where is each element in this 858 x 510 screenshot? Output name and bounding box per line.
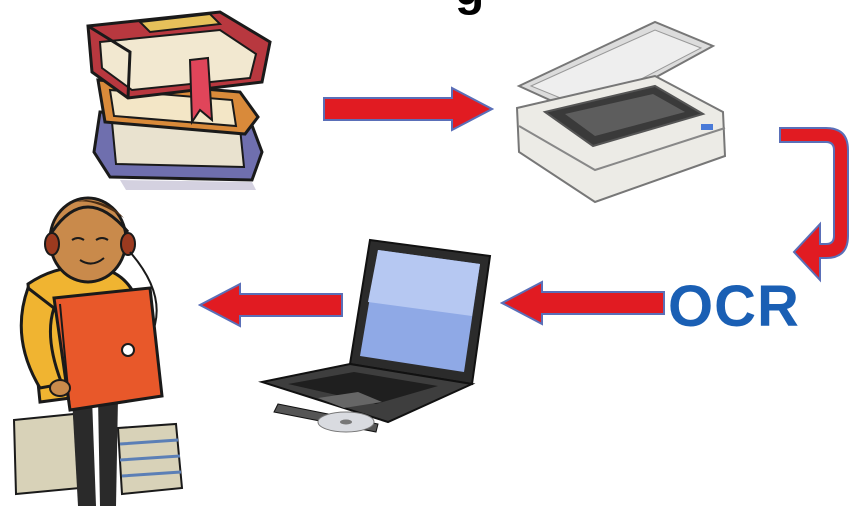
title-fragment: g	[455, 0, 484, 14]
arrow-scanner-to-ocr	[776, 124, 858, 284]
stacked-books-icon	[80, 2, 285, 192]
laptop-icon	[258, 236, 498, 436]
arrow-laptop-to-listener	[198, 282, 344, 328]
arrow-books-to-scanner	[322, 86, 494, 132]
person-listening-headphones-icon	[0, 188, 200, 510]
arrow-ocr-to-laptop	[500, 280, 666, 326]
ocr-label: OCR	[668, 278, 800, 336]
flatbed-scanner-icon	[505, 16, 730, 204]
